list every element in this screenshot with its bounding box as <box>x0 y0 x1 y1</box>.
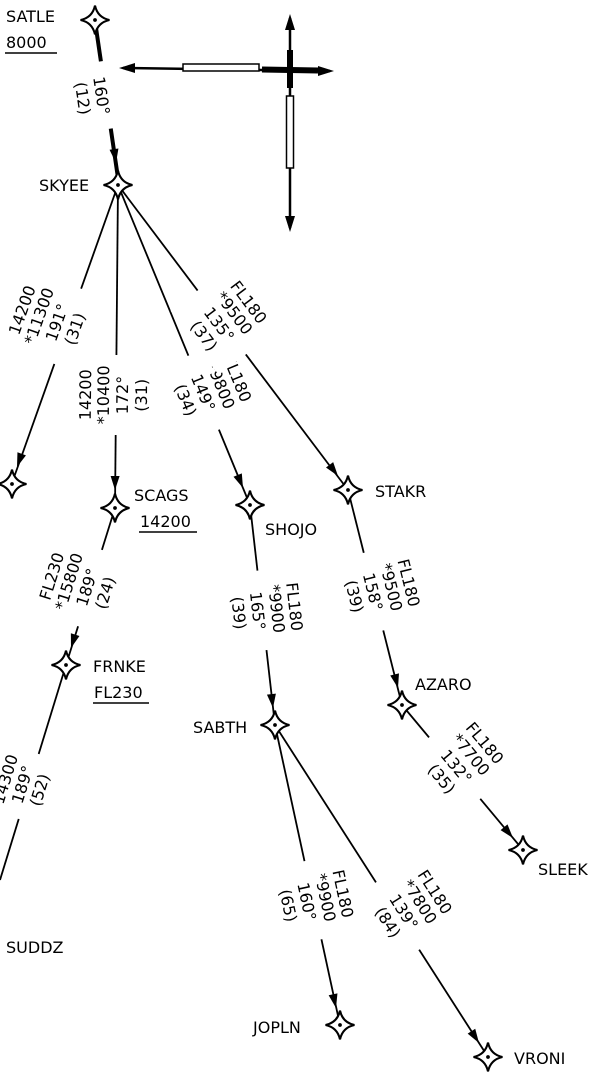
arrowhead-icon <box>390 673 399 688</box>
segment-course-skyee-scags: 172° <box>113 376 132 415</box>
arrowhead-icon <box>328 993 338 1008</box>
waypoint-icon-left <box>0 468 28 500</box>
arrowhead-icon <box>325 462 338 476</box>
arrowhead-icon <box>109 148 119 163</box>
waypoint-name-stakr: STAKR <box>375 482 426 501</box>
waypoint-icon-frnke <box>50 649 82 681</box>
waypoint-name-sleek: SLEEK <box>538 860 588 879</box>
waypoint-name-azaro: AZARO <box>415 675 472 694</box>
arrowhead-icon <box>467 1028 479 1043</box>
arrowhead-icon <box>266 693 276 708</box>
waypoint-icon-scags <box>99 492 131 524</box>
waypoint-name-shojo: SHOJO <box>265 520 317 539</box>
segment-distance-satle-skyee: (12) <box>71 81 95 116</box>
waypoint-icon-vroni <box>472 1041 504 1073</box>
waypoint-icon-jopln <box>324 1009 356 1041</box>
waypoint-altitude-frnke: FL230 <box>94 683 143 702</box>
waypoint-icon-stakr <box>332 474 364 506</box>
route-line-skyee-shojo <box>117 184 251 506</box>
segment-labels: 160° (12) 14200 *11300 191° (31) 14200 *… <box>0 59 519 963</box>
waypoint-labels: SATLE 8000 SKYEE SCAGS 14200 SHOJO STAKR… <box>5 7 588 1068</box>
waypoint-name-scags: SCAGS <box>134 486 189 505</box>
compass-cross-icon <box>119 14 334 232</box>
waypoint-altitude-scags: 14200 <box>140 512 191 531</box>
arrowhead-icon <box>70 633 80 648</box>
waypoint-icon-skyee <box>102 169 134 201</box>
waypoint-altitude-satle: 8000 <box>6 33 47 52</box>
waypoint-name-skyee: SKYEE <box>39 176 89 195</box>
waypoint-icon-sabth <box>259 709 291 741</box>
waypoint-name-suddz: SUDDZ <box>6 938 64 957</box>
arrowhead-icon <box>500 824 513 838</box>
waypoint-icon-shojo <box>234 489 266 521</box>
waypoint-icon-sleek <box>507 834 539 866</box>
waypoint-name-vroni: VRONI <box>514 1049 565 1068</box>
arrowhead-icon <box>233 473 243 488</box>
waypoint-name-satle: SATLE <box>6 7 55 26</box>
segment-distance-shojo-sabth: (39) <box>227 596 250 631</box>
route-line-skyee-scags <box>114 184 119 509</box>
route-arrowheads <box>17 148 513 1043</box>
segment-moca-skyee-scags: *10400 <box>94 365 114 424</box>
waypoint-icon-azaro <box>386 689 418 721</box>
waypoint-name-frnke: FRNKE <box>93 657 146 676</box>
waypoint-icon-satle <box>79 4 111 36</box>
waypoint-name-jopln: JOPLN <box>252 1018 301 1037</box>
segment-course-shojo-sabth: 165° <box>246 591 269 631</box>
waypoint-name-sabth: SABTH <box>193 718 247 737</box>
segment-distance-skyee-scags: (31) <box>132 379 151 412</box>
segment-mea-skyee-scags: 14200 <box>76 369 95 420</box>
arrowhead-icon <box>110 475 120 490</box>
arrowhead-icon <box>17 452 26 467</box>
